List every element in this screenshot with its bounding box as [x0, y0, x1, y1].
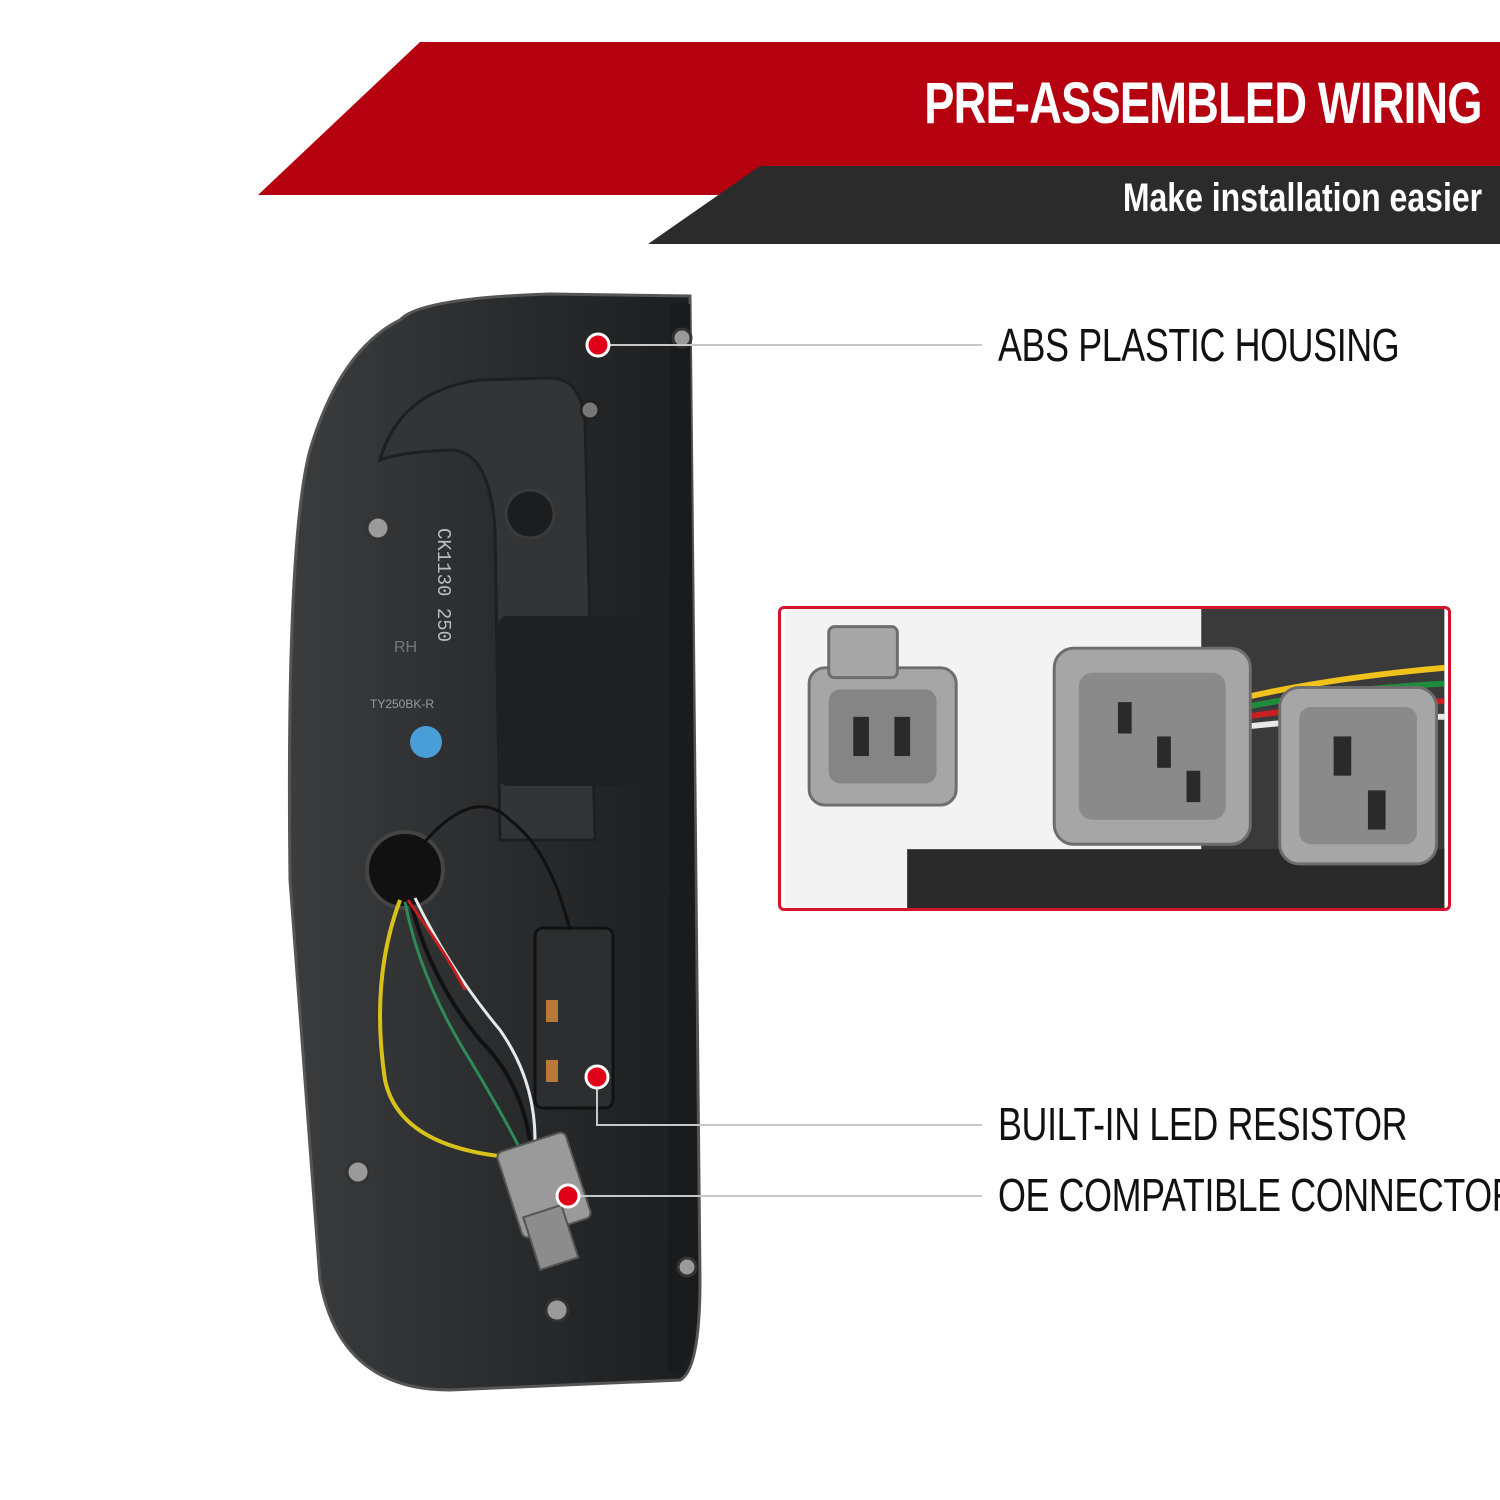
oe-connector-tail — [521, 1203, 580, 1271]
resistor-tab — [546, 1060, 558, 1082]
two-pin-connector-b — [1278, 685, 1439, 866]
screw — [365, 515, 391, 541]
green-wire — [403, 901, 520, 1146]
housing-marking: RH — [394, 639, 417, 656]
screw — [345, 1159, 371, 1185]
yellow-wire — [378, 899, 521, 1160]
screw — [671, 327, 693, 349]
callout-abs-housing: ABS PLASTIC HOUSING — [998, 319, 1400, 371]
white-wire — [413, 897, 537, 1141]
wire-grommet — [365, 830, 445, 910]
callout-led-resistor: BUILT-IN LED RESISTOR — [998, 1098, 1408, 1150]
connector-inset-photo — [778, 606, 1451, 911]
screw — [579, 399, 601, 421]
callout-oe-connectors: OE COMPATIBLE CONNECTORS — [998, 1169, 1500, 1221]
banner-red-band — [258, 42, 1500, 195]
wire-bundle — [1244, 664, 1445, 701]
connector-illustration — [784, 609, 1445, 908]
black-wire — [408, 899, 532, 1141]
red-wire — [406, 899, 467, 991]
resistor-lead — [408, 805, 572, 931]
resistor-tab — [546, 1000, 558, 1022]
screw — [676, 1256, 698, 1278]
tail-light-housing: CK1130 250 RH TY250BK-R — [287, 292, 702, 1392]
banner-heading: PRE-ASSEMBLED WIRING — [924, 71, 1483, 136]
qc-sticker — [410, 726, 442, 758]
housing-marking: CK1130 250 — [432, 528, 454, 642]
header-banner — [258, 42, 1500, 244]
screw — [544, 1297, 570, 1323]
resistor-block — [498, 616, 643, 786]
two-pin-connector — [807, 625, 958, 807]
banner-dark-band — [648, 166, 1500, 244]
housing-rim — [668, 304, 698, 1372]
housing-marking: TY250BK-R — [370, 697, 434, 711]
three-pin-connector — [1052, 646, 1252, 846]
banner-subheading: Make installation easier — [1122, 176, 1482, 220]
round-plug — [504, 488, 556, 540]
